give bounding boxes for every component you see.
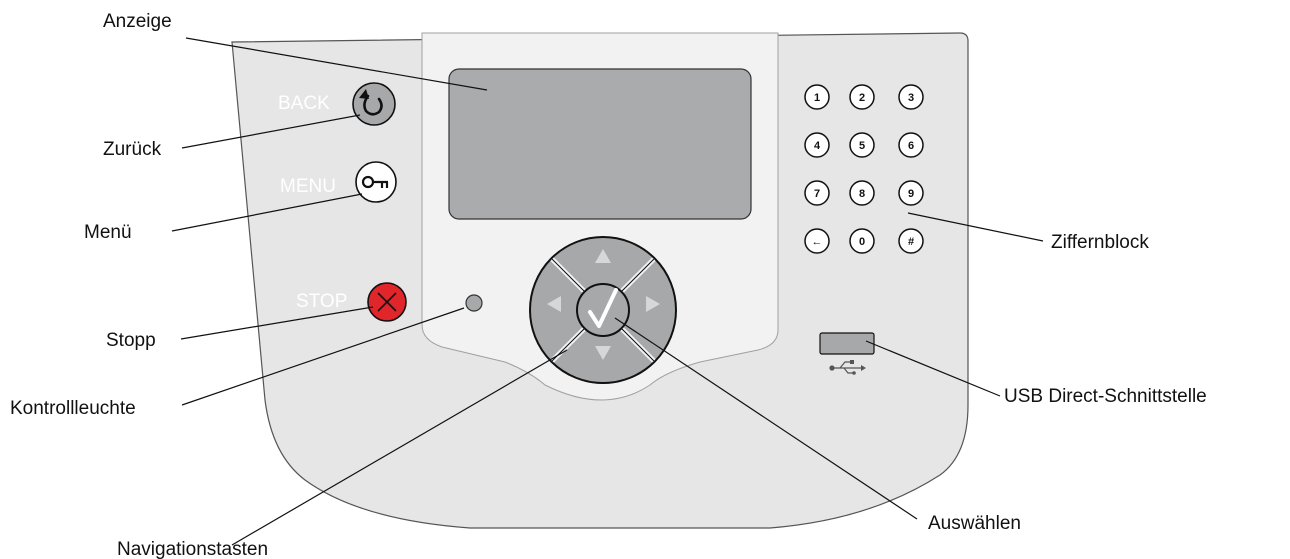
keypad-key-label: 2 xyxy=(859,92,865,104)
keypad-backspace-button[interactable]: ← xyxy=(804,228,830,254)
keypad-key-label: ← xyxy=(812,236,823,248)
navigation-buttons-leader xyxy=(231,349,568,546)
back-panel-text: BACK xyxy=(278,93,330,114)
keypad-key-label: # xyxy=(908,236,914,248)
navigation-buttons-label: Navigationstasten xyxy=(117,539,268,559)
usb-port-label: USB Direct-Schnittstelle xyxy=(1004,386,1207,407)
display-label: Anzeige xyxy=(103,11,172,32)
checkmark-icon xyxy=(588,288,618,328)
back-button[interactable] xyxy=(352,82,396,126)
menu-leader xyxy=(171,193,363,232)
nav-up-arrow-icon[interactable] xyxy=(595,249,611,263)
keypad-key-2[interactable]: 2 xyxy=(849,84,875,110)
usb-port-leader xyxy=(865,340,1001,397)
select-button[interactable] xyxy=(576,283,630,337)
nav-down-arrow-icon[interactable] xyxy=(595,346,611,360)
keypad-key-label: 0 xyxy=(859,236,865,248)
stop-label: Stopp xyxy=(106,330,156,351)
keypad-key-0[interactable]: 0 xyxy=(849,228,875,254)
keypad-key-9[interactable]: 9 xyxy=(898,180,924,206)
keypad-key-3[interactable]: 3 xyxy=(898,84,924,110)
keypad-label: Ziffernblock xyxy=(1051,232,1149,253)
keypad-key-7[interactable]: 7 xyxy=(804,180,830,206)
keypad-key-label: 6 xyxy=(908,140,914,152)
keypad-key-label: 4 xyxy=(814,140,821,152)
keypad-key-label: 1 xyxy=(814,92,820,104)
stop-leader xyxy=(180,306,374,340)
numeric-keypad: 1 2 3 4 5 6 7 8 9 ← 0 # xyxy=(804,84,924,254)
undo-arrow-icon xyxy=(359,89,383,116)
menu-label: Menü xyxy=(84,222,132,243)
display-screen xyxy=(448,68,752,220)
keypad-key-1[interactable]: 1 xyxy=(804,84,830,110)
indicator-light-label: Kontrollleuchte xyxy=(10,398,136,419)
select-label: Auswählen xyxy=(928,513,1021,534)
keypad-key-5[interactable]: 5 xyxy=(849,132,875,158)
stop-panel-text: STOP xyxy=(296,291,347,312)
keypad-leader xyxy=(907,212,1044,242)
keypad-hash-button[interactable]: # xyxy=(898,228,924,254)
menu-button[interactable] xyxy=(355,161,397,203)
stop-button[interactable] xyxy=(367,282,407,322)
x-icon xyxy=(377,292,397,312)
nav-left-arrow-icon[interactable] xyxy=(547,296,561,312)
select-leader xyxy=(614,317,918,520)
keypad-key-6[interactable]: 6 xyxy=(898,132,924,158)
keypad-key-label: 8 xyxy=(859,188,865,200)
usb-trident-icon xyxy=(829,360,866,375)
usb-port[interactable] xyxy=(819,332,875,355)
menu-panel-text: MENU xyxy=(280,176,336,197)
keypad-key-label: 5 xyxy=(859,140,865,152)
nav-right-arrow-icon[interactable] xyxy=(646,296,660,312)
key-icon xyxy=(361,175,389,189)
indicator-light-leader xyxy=(181,307,465,406)
keypad-key-label: 7 xyxy=(814,188,820,200)
indicator-light xyxy=(465,294,483,312)
keypad-key-4[interactable]: 4 xyxy=(804,132,830,158)
back-leader xyxy=(181,114,361,149)
keypad-key-8[interactable]: 8 xyxy=(849,180,875,206)
back-label: Zurück xyxy=(103,139,162,160)
display-leader xyxy=(185,37,488,91)
keypad-key-label: 3 xyxy=(908,92,914,104)
keypad-key-label: 9 xyxy=(908,188,914,200)
